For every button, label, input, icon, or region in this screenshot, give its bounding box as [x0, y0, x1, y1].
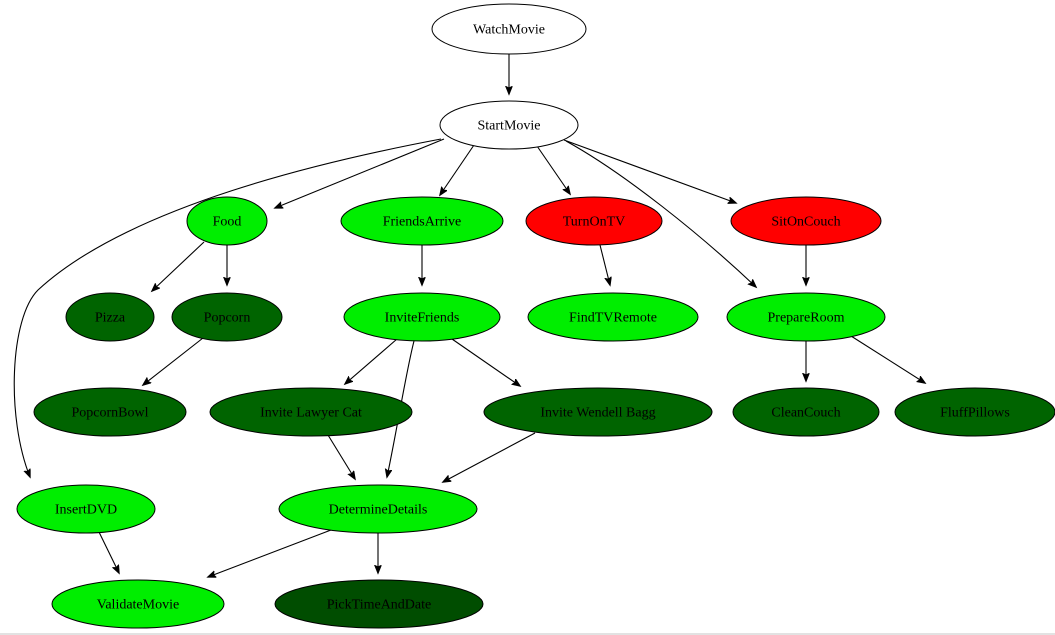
node-shape[interactable] [51, 579, 225, 629]
graph-edge-popcorn-to-popcornbowl [143, 337, 204, 385]
node-label: CleanCouch [771, 406, 840, 421]
edges-layer [13, 54, 925, 577]
node-shape[interactable] [209, 387, 413, 437]
node-shape[interactable] [732, 387, 880, 437]
node-label: Invite Lawyer Cat [260, 406, 362, 421]
graph-node-popcorn[interactable]: Popcorn [171, 292, 283, 342]
graph-node-determinedetails[interactable]: DetermineDetails [278, 484, 478, 534]
node-shape[interactable] [730, 196, 882, 246]
node-shape[interactable] [439, 100, 579, 150]
graph-edge-invitewendellbagg-to-determinedetails [443, 432, 536, 482]
node-shape[interactable] [527, 292, 699, 342]
graph-node-prepareroom[interactable]: PrepareRoom [726, 292, 886, 342]
graph-node-food[interactable]: Food [186, 196, 268, 246]
graph-edge-startmovie-to-turnontv [536, 145, 570, 194]
node-label: FluffPillows [940, 406, 1010, 421]
node-shape[interactable] [483, 387, 713, 437]
node-label: StartMovie [478, 119, 541, 134]
node-label: TurnOnTV [563, 215, 626, 230]
node-shape[interactable] [186, 196, 268, 246]
node-label: Popcorn [204, 311, 251, 326]
graph-node-insertdvd[interactable]: InsertDVD [16, 484, 156, 534]
graph-node-findtvremote[interactable]: FindTVRemote [527, 292, 699, 342]
graph-edge-turnontv-to-findtvremote [599, 244, 610, 285]
graph-node-popcornbowl[interactable]: PopcornBowl [33, 387, 187, 437]
graph-node-pizza[interactable]: Pizza [65, 292, 155, 342]
bottom-rule [0, 633, 1055, 635]
node-label: SitOnCouch [771, 215, 840, 230]
node-label: PopcornBowl [72, 406, 149, 421]
graph-edge-startmovie-to-insertdvd [13, 138, 442, 477]
graph-edge-prepareroom-to-fluffpillows [850, 335, 925, 383]
node-shape[interactable] [171, 292, 283, 342]
node-shape[interactable] [65, 292, 155, 342]
graph-node-cleancouch[interactable]: CleanCouch [732, 387, 880, 437]
graph-node-invitelawyercat[interactable]: Invite Lawyer Cat [209, 387, 413, 437]
node-shape[interactable] [274, 579, 484, 629]
node-shape[interactable] [340, 196, 504, 246]
graph-edge-determinedetails-to-validatemovie [208, 529, 332, 577]
graph-node-startmovie[interactable]: StartMovie [439, 100, 579, 150]
node-shape[interactable] [33, 387, 187, 437]
node-shape[interactable] [278, 484, 478, 534]
graph-edge-startmovie-to-food [275, 138, 445, 208]
graph-node-validatemovie[interactable]: ValidateMovie [51, 579, 225, 629]
graph-node-friendsarrive[interactable]: FriendsArrive [340, 196, 504, 246]
graph-edge-invitelawyercat-to-determinedetails [327, 434, 355, 479]
graph-edge-startmovie-to-prepareroom [565, 140, 756, 287]
graph-node-fluffpillows[interactable]: FluffPillows [894, 387, 1055, 437]
node-label: Invite Wendell Bagg [540, 406, 655, 421]
graph-edge-food-to-pizza [152, 241, 205, 291]
node-shape[interactable] [525, 196, 663, 246]
node-label: FriendsArrive [383, 215, 462, 230]
graph-edge-startmovie-to-sitoncouch [563, 139, 736, 203]
graph-edge-startmovie-to-friendsarrive [440, 144, 475, 195]
graph-node-invitewendellbagg[interactable]: Invite Wendell Bagg [483, 387, 713, 437]
node-label: PrepareRoom [768, 311, 845, 326]
graph-node-picktimeanddate[interactable]: PickTimeAndDate [274, 579, 484, 629]
graph-node-invitefriends[interactable]: InviteFriends [343, 292, 501, 342]
node-label: ValidateMovie [97, 598, 179, 613]
node-label: FindTVRemote [569, 311, 657, 326]
node-label: DetermineDetails [329, 503, 428, 518]
node-label: InviteFriends [385, 311, 460, 326]
graph-node-watchmovie[interactable]: WatchMovie [431, 3, 587, 55]
graph-edge-insertdvd-to-validatemovie [98, 531, 119, 573]
node-shape[interactable] [431, 3, 587, 55]
node-label: Food [213, 215, 242, 230]
node-label: PickTimeAndDate [327, 598, 431, 613]
node-shape[interactable] [343, 292, 501, 342]
node-shape[interactable] [726, 292, 886, 342]
node-shape[interactable] [16, 484, 156, 534]
graph-edge-invitefriends-to-invitewendellbagg [451, 338, 520, 386]
node-label: InsertDVD [55, 503, 117, 518]
graph-edge-invitefriends-to-invitelawyercat [345, 338, 398, 384]
node-shape[interactable] [894, 387, 1055, 437]
graph-node-sitoncouch[interactable]: SitOnCouch [730, 196, 882, 246]
graph-node-turnontv[interactable]: TurnOnTV [525, 196, 663, 246]
node-label: Pizza [95, 311, 126, 326]
node-label: WatchMovie [473, 23, 545, 38]
